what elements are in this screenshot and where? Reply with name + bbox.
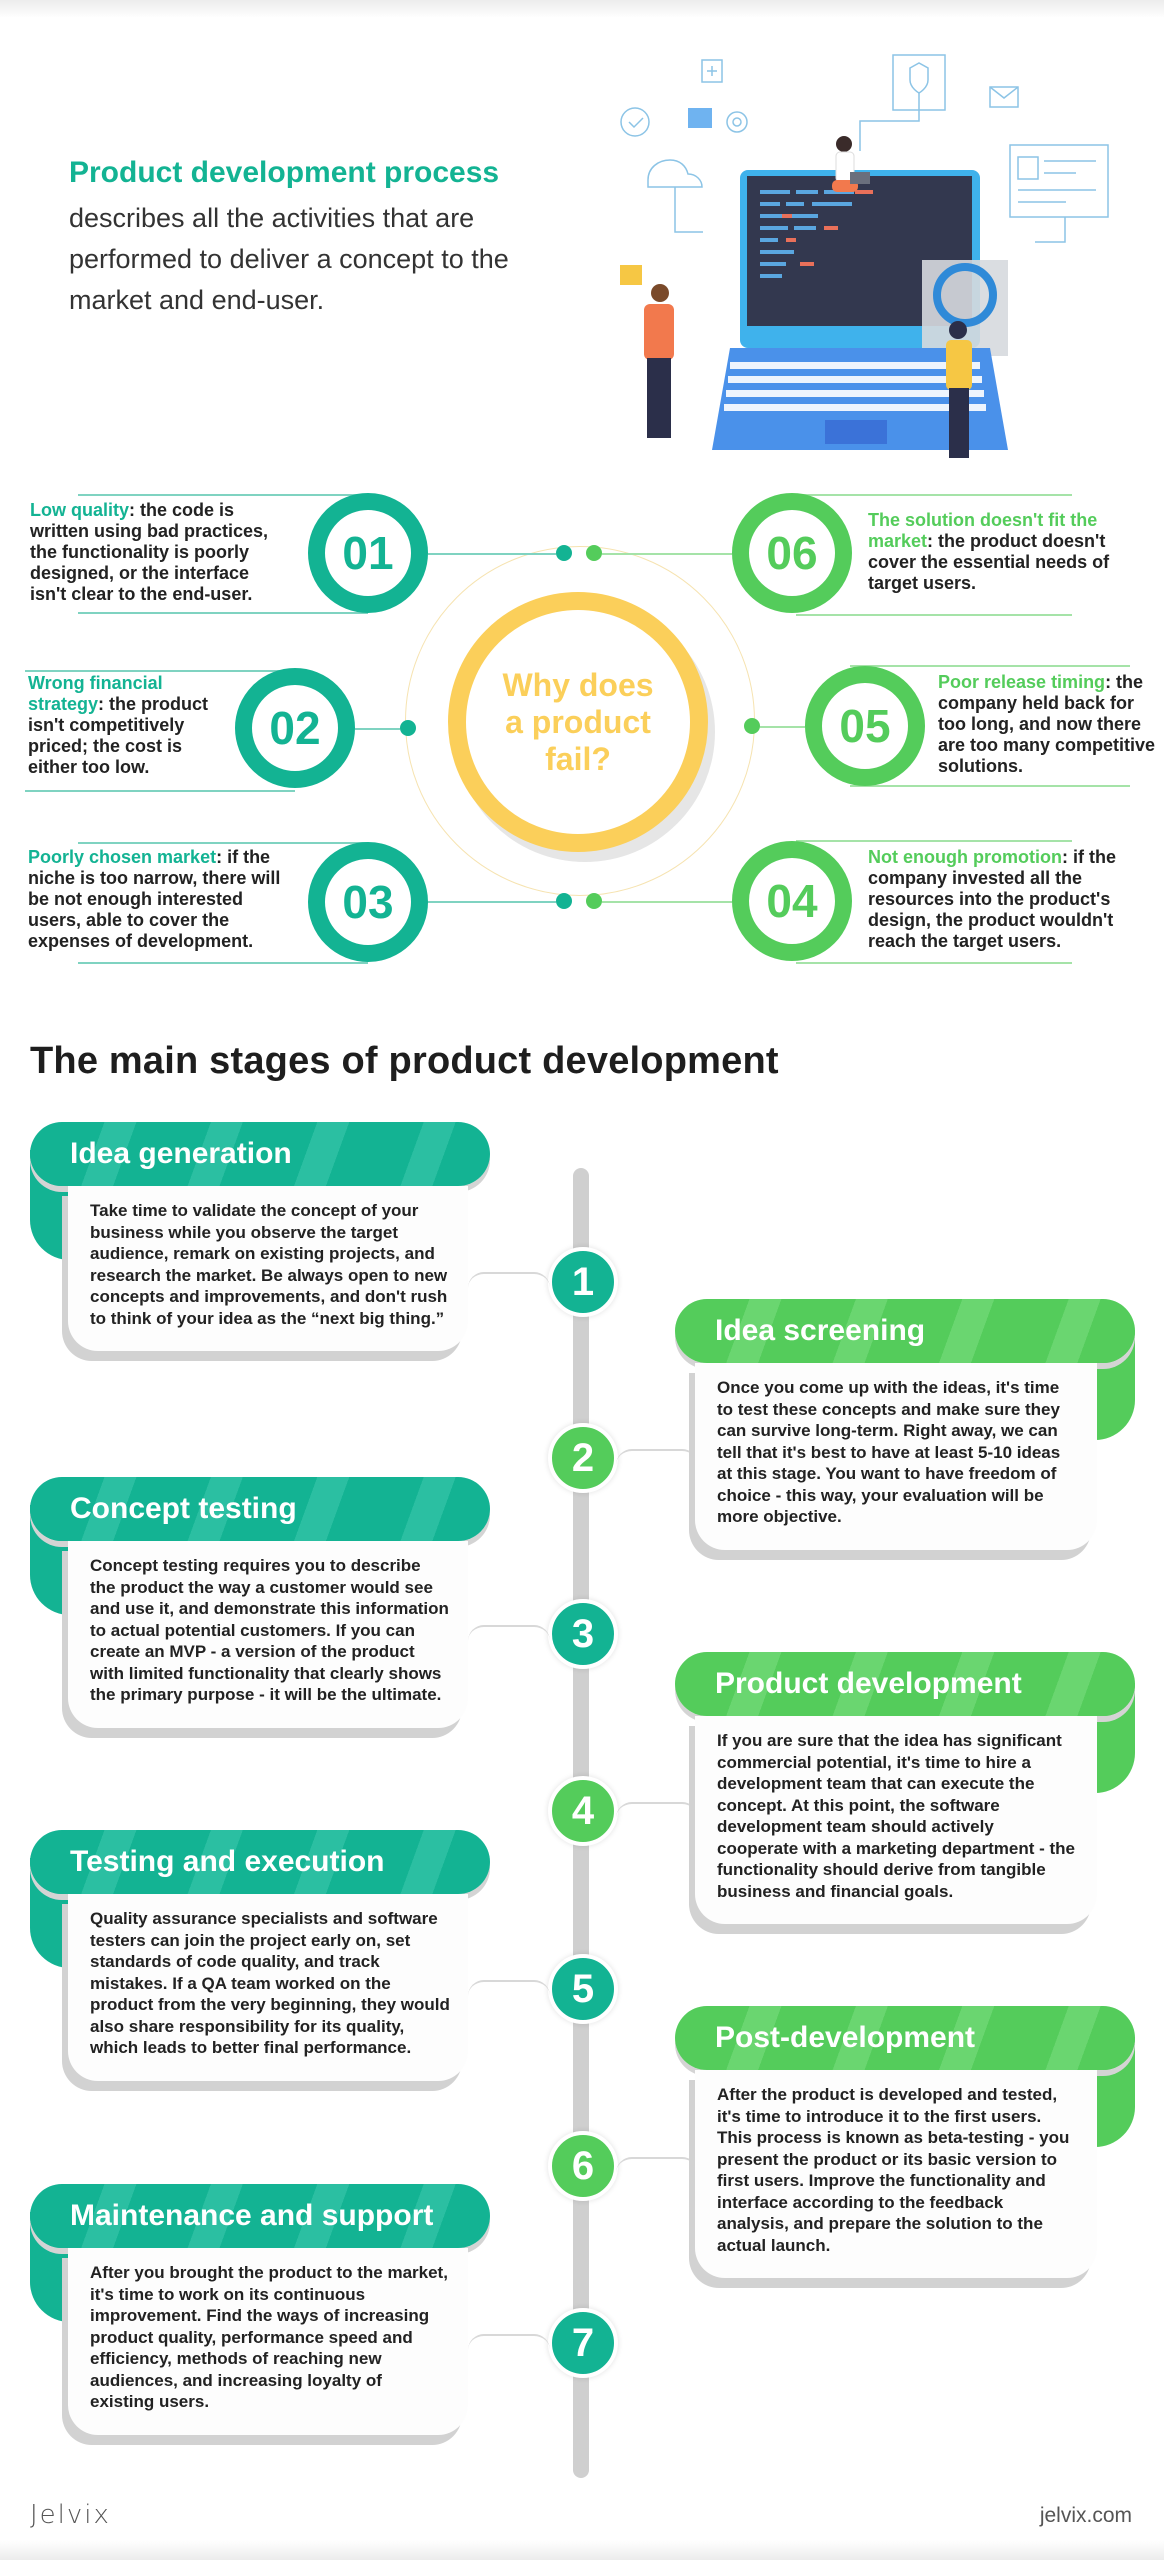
step-number-1: 1 (548, 1247, 618, 1317)
divider (25, 790, 295, 792)
connector-line (428, 553, 556, 555)
stage-title-6: Post-development (675, 2006, 1135, 2070)
fail-reason-02: Wrong financial strategy: the product is… (28, 673, 209, 777)
mail-icon (989, 86, 1019, 108)
fail-number-01: 01 (308, 493, 428, 613)
connector-line (355, 728, 400, 730)
stage-text-1: Take time to validate the concept of you… (68, 1186, 468, 1351)
fail-reason-06: The solution doesn't fit the market: the… (868, 510, 1110, 593)
fail-number-02: 02 (235, 668, 355, 788)
step-connector (468, 2334, 550, 2368)
fail-center-circle: Why does a product fail? (448, 592, 708, 852)
connector-dot (556, 893, 572, 909)
step-connector (468, 1272, 550, 1306)
step-connector (468, 1980, 550, 2014)
jelvix-logo: Jelvix (30, 2500, 111, 2530)
stage-title-2: Idea screening (675, 1299, 1135, 1363)
step-number-4: 4 (548, 1776, 618, 1846)
stage-card-3: Concept testing Concept testing requires… (30, 1477, 490, 1728)
fail-number-06: 06 (732, 493, 852, 613)
connector-line (602, 901, 732, 903)
cloud-icon (647, 159, 703, 188)
stage-card-5: Testing and execution Quality assurance … (30, 1830, 490, 2081)
stage-card-4: Product development If you are sure that… (675, 1652, 1135, 1924)
bottom-edge (0, 2540, 1164, 2560)
chat-bubble-yellow-icon (620, 265, 642, 285)
stage-title-1: Idea generation (30, 1122, 490, 1186)
stage-card-2: Idea screening Once you come up with the… (675, 1299, 1135, 1550)
connector-line (428, 901, 556, 903)
divider (78, 612, 368, 614)
stage-card-6: Post-development After the product is de… (675, 2006, 1135, 2278)
step-number-7: 7 (548, 2308, 618, 2378)
stage-text-7: After you brought the product to the mar… (68, 2248, 468, 2435)
divider (25, 670, 295, 672)
step-number-5: 5 (548, 1954, 618, 2024)
shield-icon (909, 62, 929, 94)
divider (850, 665, 1130, 667)
fail-reason-04: Not enough promotion: if the company inv… (868, 847, 1116, 951)
stages-title: The main stages of product development (30, 1040, 779, 1082)
check-circle-icon (620, 107, 650, 137)
gear-icon (726, 111, 748, 133)
stage-text-5: Quality assurance specialists and softwa… (68, 1894, 468, 2081)
stage-text-6: After the product is developed and teste… (695, 2070, 1097, 2278)
step-connector (468, 1625, 550, 1659)
stage-title-4: Product development (675, 1652, 1135, 1716)
document-card-icon (1009, 144, 1109, 218)
connector-line (760, 726, 805, 728)
connector-dot (586, 545, 602, 561)
stage-title-5: Testing and execution (30, 1830, 490, 1894)
divider (78, 962, 368, 964)
divider (78, 494, 368, 496)
stage-card-7: Maintenance and support After you brough… (30, 2184, 490, 2435)
divider (796, 840, 1072, 842)
fail-number-04: 04 (732, 841, 852, 961)
connector-dot (586, 893, 602, 909)
step-connector (616, 1449, 698, 1483)
fail-reason-01: Low quality: the code is written using b… (30, 500, 269, 604)
fail-number-03: 03 (308, 842, 428, 962)
connector-dot (744, 718, 760, 734)
chat-bubble-icon (688, 108, 712, 128)
divider (78, 842, 368, 844)
fail-center-title: Why does a product fail? (502, 666, 654, 777)
step-connector (616, 1802, 698, 1836)
fail-reason-05: Poor release timing: the company held ba… (938, 672, 1156, 776)
connector-dot (400, 720, 416, 736)
hero-description: describes all the activities that are pe… (69, 203, 509, 315)
fail-reason-03: Poorly chosen market: if the niche is to… (28, 847, 281, 951)
stage-text-3: Concept testing requires you to describe… (68, 1541, 468, 1728)
fail-number-05: 05 (805, 666, 925, 786)
laptop-team-illustration (600, 40, 1140, 460)
stage-text-2: Once you come up with the ideas, it's ti… (695, 1363, 1097, 1550)
divider (850, 785, 1130, 787)
connector-dot (556, 545, 572, 561)
stage-title-3: Concept testing (30, 1477, 490, 1541)
step-number-3: 3 (548, 1599, 618, 1669)
top-edge (0, 0, 1164, 18)
hero-title: Product development process (69, 156, 500, 189)
divider (796, 494, 1072, 496)
step-number-2: 2 (548, 1423, 618, 1493)
stage-card-1: Idea generation Take time to validate th… (30, 1122, 490, 1351)
footer-url[interactable]: jelvix.com (1039, 2504, 1132, 2527)
divider (796, 614, 1072, 616)
divider (796, 962, 1072, 964)
step-number-6: 6 (548, 2131, 618, 2201)
step-connector (616, 2157, 698, 2191)
stage-text-4: If you are sure that the idea has signif… (695, 1716, 1097, 1924)
plus-box-icon (701, 59, 723, 83)
stage-title-7: Maintenance and support (30, 2184, 490, 2248)
connector-line (602, 553, 732, 555)
